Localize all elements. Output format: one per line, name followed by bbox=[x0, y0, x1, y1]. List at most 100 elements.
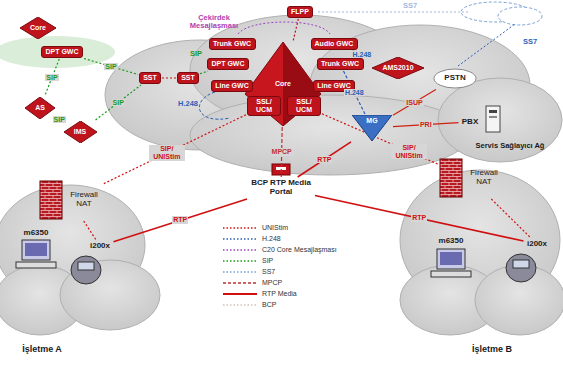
legend-sample bbox=[222, 225, 258, 231]
legend-row: MPCP bbox=[222, 277, 337, 288]
edge-label: SIP bbox=[53, 116, 66, 124]
pc-label: m6350 bbox=[22, 228, 51, 239]
edge-label: MPCP bbox=[271, 148, 293, 156]
node-text: i200x bbox=[90, 242, 110, 251]
phone-label: i200x bbox=[525, 239, 550, 250]
legend-text: H.248 bbox=[262, 235, 281, 242]
firewall: Firewall NAT bbox=[39, 180, 101, 220]
node-text: Core bbox=[30, 24, 46, 32]
flpp-box: FLPP bbox=[287, 6, 313, 18]
site-label: İşletme B bbox=[472, 345, 512, 355]
node-text: DPT GWC bbox=[211, 60, 244, 68]
messaging-label: Çekirdek Mesajlaşması bbox=[179, 14, 249, 31]
node-text: DPT GWC bbox=[45, 48, 78, 56]
ssl-box: SSL/ UCM bbox=[247, 96, 281, 116]
connector bbox=[84, 59, 138, 75]
gateway-box: Trunk GWC bbox=[317, 58, 364, 70]
ss7-link bbox=[318, 12, 470, 13]
legend-text: BCP bbox=[262, 301, 276, 308]
node-text: PSTN bbox=[444, 74, 465, 83]
node-text: BCP RTP Media Portal bbox=[250, 179, 312, 197]
legend-text: MPCP bbox=[262, 279, 282, 286]
edge-label: RTP bbox=[172, 216, 188, 224]
media-gateway: MG bbox=[352, 115, 392, 141]
edge-label: SIP bbox=[104, 63, 117, 71]
node-text: FLPP bbox=[291, 8, 309, 16]
connector bbox=[96, 85, 141, 120]
provider-cloud bbox=[105, 15, 562, 175]
connector bbox=[393, 90, 436, 116]
ss7-cloud bbox=[461, 2, 542, 25]
connector bbox=[322, 114, 438, 164]
legend-row: SIP bbox=[222, 255, 337, 266]
signal-label: SS7 bbox=[403, 2, 417, 10]
enterprise-cloud bbox=[0, 170, 563, 335]
legend-row: C20 Core Mesajlaşması bbox=[222, 244, 337, 255]
node-text: PBX bbox=[462, 118, 478, 127]
legend-row: BCP bbox=[222, 299, 337, 310]
gateway-box: Line GWC bbox=[211, 80, 253, 92]
signal-label: H.248 bbox=[178, 100, 198, 108]
node-text: m6350 bbox=[24, 229, 49, 238]
signal-label: SS7 bbox=[523, 38, 537, 46]
edge-label: PRI bbox=[419, 121, 433, 129]
legend-text: C20 Core Mesajlaşması bbox=[262, 246, 337, 253]
ssl-box: SSL/ UCM bbox=[287, 96, 321, 116]
node-text: Trunk GWC bbox=[213, 40, 251, 48]
gateway-box: DPT GWC bbox=[41, 46, 83, 58]
edge-label: H.248 bbox=[351, 51, 372, 59]
pc-label: m6350 bbox=[437, 236, 466, 247]
edge-label: RTP bbox=[316, 156, 332, 164]
legend-row: H.248 bbox=[222, 233, 337, 244]
node-text: i200x bbox=[527, 240, 547, 249]
node-text: Core bbox=[275, 80, 291, 88]
node-text: AS bbox=[35, 104, 45, 112]
connector bbox=[102, 115, 246, 185]
edge-label: SIP bbox=[45, 74, 58, 82]
gateway-box: DPT GWC bbox=[207, 58, 249, 70]
node-text: Firewall NAT bbox=[67, 191, 101, 209]
gateway-box: Trunk GWC bbox=[209, 38, 256, 50]
node-text: Trunk GWC bbox=[321, 60, 359, 68]
legend-text: RTP Media bbox=[262, 290, 297, 297]
legend-text: SS7 bbox=[262, 268, 275, 275]
legend-sample bbox=[222, 269, 258, 275]
legend-row: RTP Media bbox=[222, 288, 337, 299]
connector bbox=[298, 142, 351, 177]
node-text: AMS2010 bbox=[382, 64, 413, 72]
signal-label: SIP bbox=[190, 50, 202, 58]
ims-diamond: IMS bbox=[64, 121, 97, 143]
legend-sample bbox=[222, 302, 258, 308]
media-portal: BCP RTP Media Portal bbox=[248, 178, 314, 198]
phone-icon bbox=[71, 254, 536, 284]
ss7-link bbox=[458, 24, 515, 66]
pbx-label: PBX bbox=[460, 117, 481, 128]
legend-sample bbox=[222, 258, 258, 264]
legend-sample bbox=[222, 236, 258, 242]
edge-label: SIP bbox=[112, 99, 125, 107]
edge-label: SIP/ UNIStim bbox=[391, 144, 427, 159]
legend-text: UNIStim bbox=[262, 224, 288, 231]
sst-box: SST bbox=[139, 72, 161, 84]
phone-label: i200x bbox=[88, 241, 113, 252]
connector bbox=[293, 19, 298, 41]
ams-diamond: AMS2010 bbox=[372, 57, 424, 79]
node-text: Firewall NAT bbox=[467, 169, 501, 187]
node-text: SST bbox=[143, 74, 157, 82]
pstn-cloud: PSTN bbox=[433, 68, 477, 89]
node-text: Audio GWC bbox=[315, 40, 354, 48]
firewall: Firewall NAT bbox=[439, 158, 501, 198]
edge-label: ISUP bbox=[405, 99, 423, 107]
legend-text: SIP bbox=[262, 257, 273, 264]
network-label: Servis Sağlayıcı Ağ bbox=[476, 142, 545, 150]
pbx-icon bbox=[486, 106, 500, 132]
legend-sample bbox=[222, 280, 258, 286]
legend-sample bbox=[222, 247, 258, 253]
connector bbox=[491, 199, 530, 238]
connector bbox=[200, 71, 208, 74]
legend-sample bbox=[222, 291, 258, 297]
core-messaging-loop bbox=[238, 22, 330, 34]
connector bbox=[162, 77, 176, 78]
connector bbox=[315, 195, 524, 241]
as-diamond: AS bbox=[25, 97, 55, 119]
